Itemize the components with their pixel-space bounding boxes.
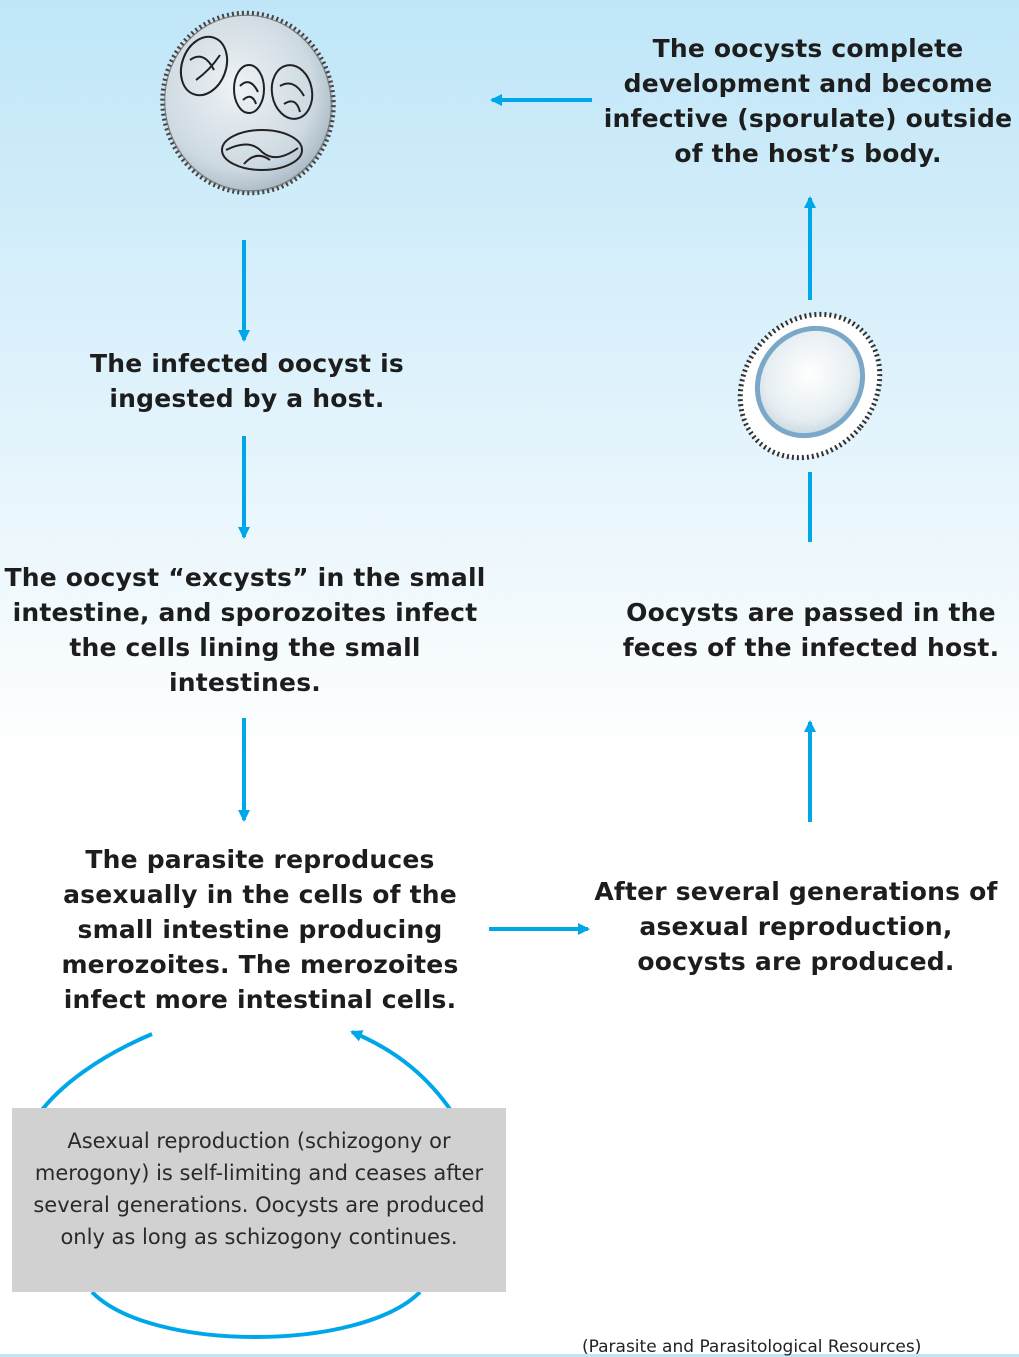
cycle-arc-bottom: [90, 1290, 422, 1339]
step-excysts-text: The oocyst “excysts” in the small intest…: [4, 563, 486, 697]
step-ingested-text: The infected oocyst is ingested by a hos…: [90, 349, 404, 413]
source-credit: (Parasite and Parasitological Resources): [582, 1337, 922, 1357]
sporulated-oocyst-icon: [160, 10, 336, 196]
cycle-arc-left: [36, 1032, 153, 1117]
step-reproduces-text: The parasite reproduces asexually in the…: [61, 845, 459, 1014]
unsporulated-oocyst-icon: [737, 311, 883, 461]
step-sporulate-text: The oocysts complete development and bec…: [603, 34, 1013, 168]
step-produced-text: After several generations of asexual rep…: [594, 877, 998, 976]
cycle-arc-right: [350, 1030, 454, 1114]
schizogony-note: Asexual reproduction (schizogony or mero…: [12, 1108, 506, 1292]
step-passed-text: Oocysts are passed in the feces of the i…: [622, 598, 1000, 662]
